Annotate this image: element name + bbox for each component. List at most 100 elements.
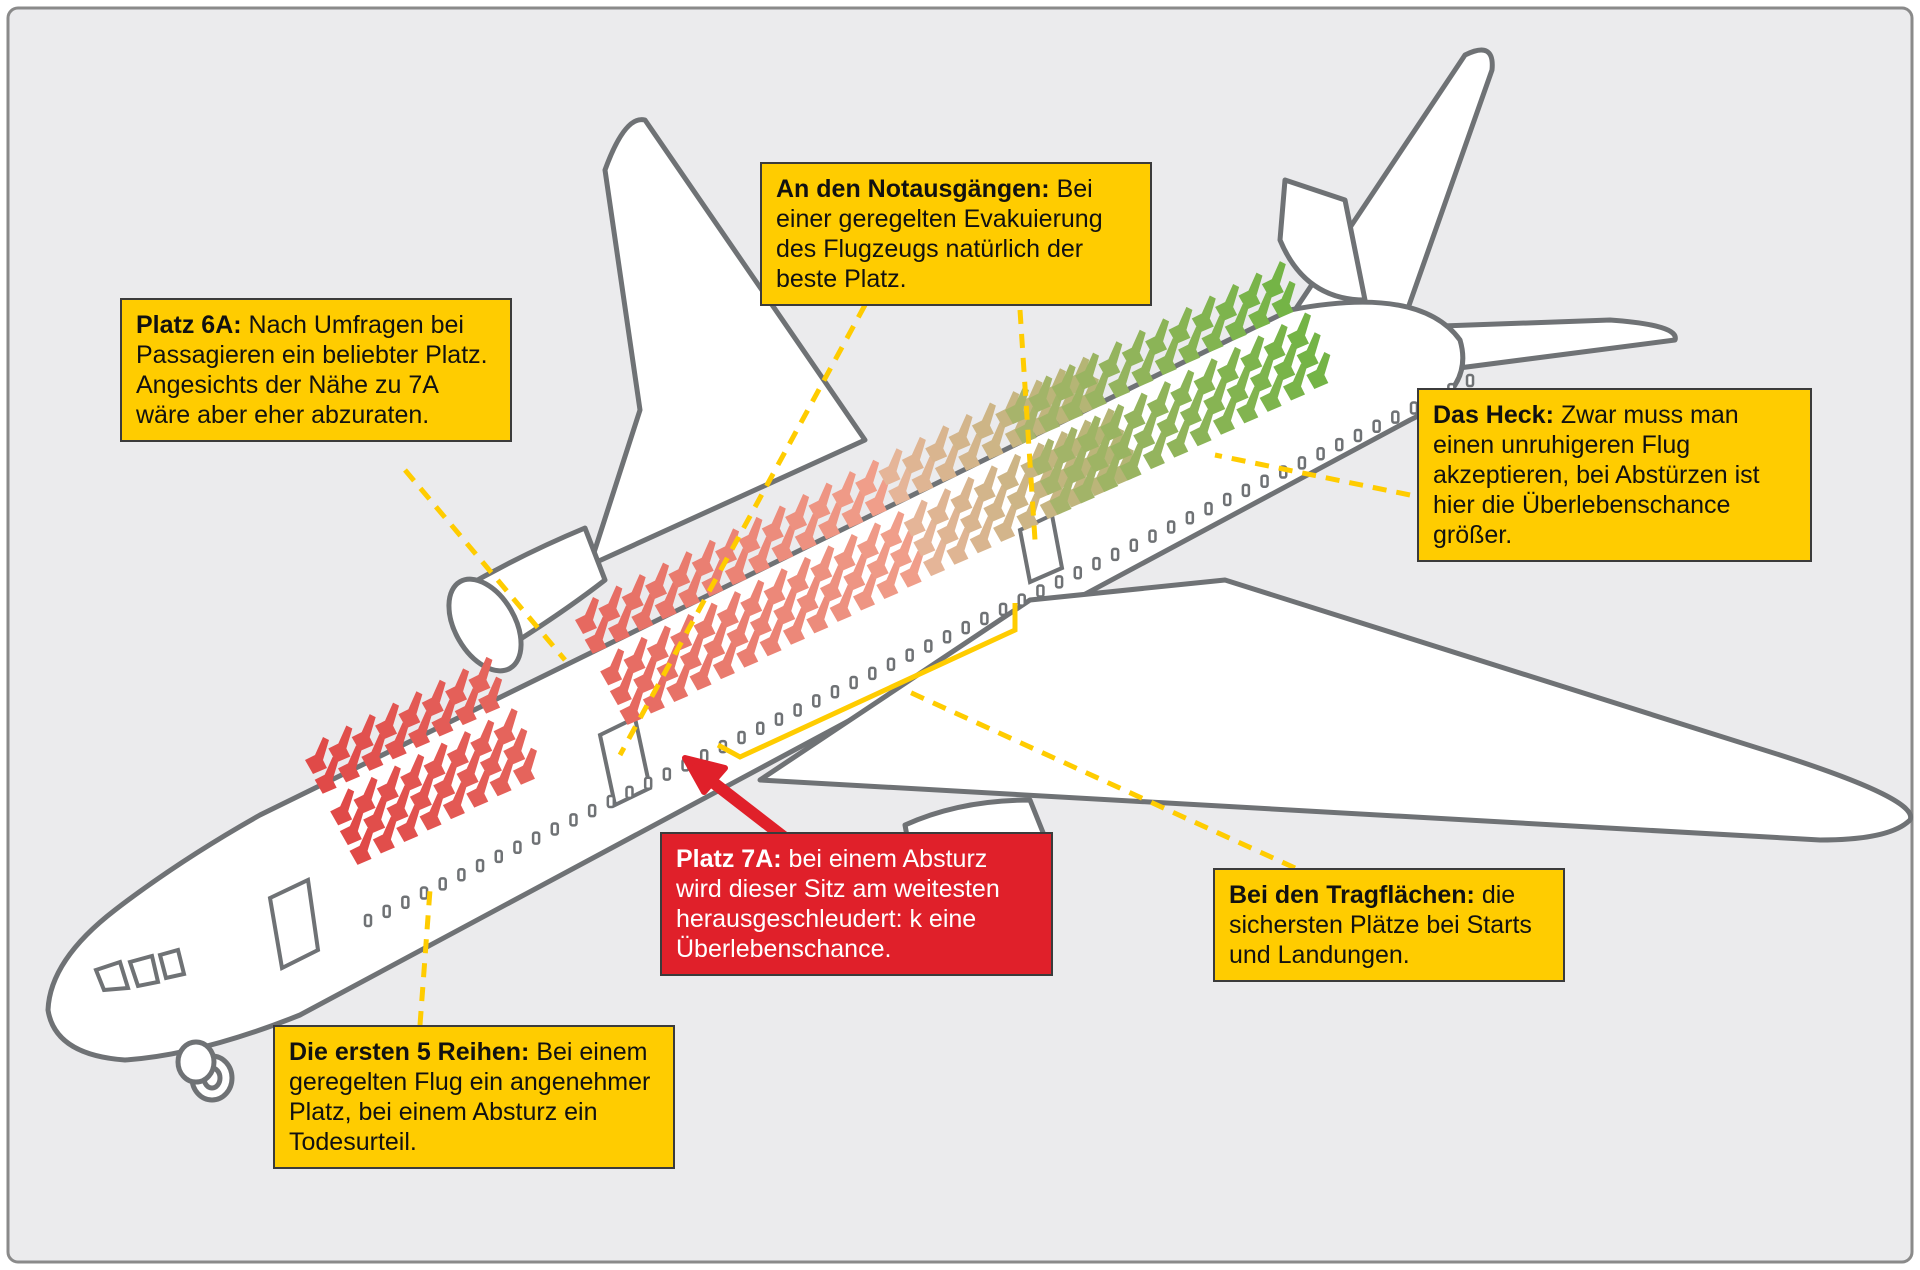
seat [668, 551, 693, 589]
cabin-window [569, 813, 578, 827]
seat [1226, 366, 1251, 404]
cabin-window [662, 767, 672, 781]
seat [913, 519, 938, 557]
seat [843, 553, 868, 591]
callout-title: Platz 6A: [136, 311, 242, 339]
seat [328, 725, 353, 763]
seat [1283, 363, 1308, 401]
seat [782, 607, 807, 645]
seat [1030, 438, 1055, 476]
cabin-window [812, 694, 821, 708]
seat [1166, 420, 1191, 458]
seat [1156, 400, 1181, 438]
seat [806, 596, 831, 634]
seat [489, 759, 514, 797]
seat [503, 728, 528, 766]
cabin-window [980, 611, 989, 626]
seat [971, 402, 996, 440]
seat [724, 548, 749, 586]
cabin-window [1073, 565, 1083, 580]
cabin-window [774, 712, 784, 726]
seat [1076, 415, 1101, 453]
seat-7a-arrow-shaft [706, 775, 789, 843]
callout-platz6a: Platz 6A: Nach Umfragen bei Passagieren … [120, 298, 512, 442]
seat [1306, 352, 1331, 390]
seat [796, 576, 821, 614]
seat [948, 413, 973, 451]
cabin-window [924, 639, 933, 653]
seat [431, 699, 456, 737]
seat [958, 433, 983, 471]
seat [712, 642, 737, 680]
seat [1100, 404, 1125, 442]
seat [950, 476, 975, 514]
seat [470, 719, 495, 757]
seat [679, 633, 704, 671]
seat [396, 804, 421, 842]
seat [1215, 284, 1240, 322]
callout-body: Zwar muss man einen unruhigeren Flug akz… [1433, 401, 1760, 549]
seat [1286, 312, 1311, 350]
seat [349, 827, 374, 865]
seat [645, 562, 670, 600]
cabin-window [550, 822, 560, 836]
seat [1039, 458, 1064, 496]
seat [876, 562, 901, 600]
cabin-window [457, 867, 466, 882]
seat [623, 636, 648, 674]
seat [1038, 395, 1063, 433]
seat [993, 504, 1018, 542]
seat [1296, 332, 1321, 370]
seat [1170, 369, 1195, 407]
seat [646, 625, 671, 663]
seat [423, 742, 448, 780]
seat [1238, 272, 1263, 310]
seat [1263, 323, 1288, 361]
seat [1119, 443, 1144, 481]
seat [726, 610, 751, 648]
seat [408, 710, 433, 748]
cabin-window [755, 721, 765, 736]
cabin-window [1092, 556, 1101, 571]
upper-wing [587, 117, 868, 568]
seat [693, 602, 718, 640]
cabin-window [1222, 492, 1232, 507]
cabin-window [868, 666, 877, 681]
cabin-window [1465, 373, 1475, 388]
seat [1049, 477, 1074, 515]
callout-title: Das Heck: [1433, 401, 1554, 429]
seat [808, 482, 833, 520]
callout-title: Bei den Tragflächen: [1229, 881, 1475, 909]
seat [1051, 364, 1076, 402]
seat [736, 630, 761, 668]
cabin-window [438, 877, 447, 891]
seat [1098, 341, 1123, 379]
seat [1212, 397, 1237, 435]
seat [478, 676, 503, 714]
seat [1109, 423, 1134, 461]
seat [584, 616, 609, 654]
seat [1142, 432, 1167, 470]
seat [445, 668, 470, 706]
cabin-window [494, 849, 503, 864]
seat [600, 648, 625, 686]
cabin-window [401, 895, 410, 909]
cabin-window [419, 886, 429, 900]
seat [771, 525, 796, 563]
seat [934, 445, 959, 483]
seat [911, 456, 936, 494]
cabin-window [1391, 410, 1400, 424]
cabin-window [363, 913, 373, 928]
cabin-window [998, 602, 1008, 617]
seat [946, 527, 971, 565]
seat [361, 733, 386, 771]
seat [1028, 375, 1053, 413]
seat [575, 597, 599, 634]
seat [421, 679, 446, 717]
seat [1096, 454, 1121, 492]
lower-wing [757, 577, 1914, 843]
seat [666, 664, 691, 702]
seat [493, 708, 518, 746]
seat [689, 653, 714, 691]
